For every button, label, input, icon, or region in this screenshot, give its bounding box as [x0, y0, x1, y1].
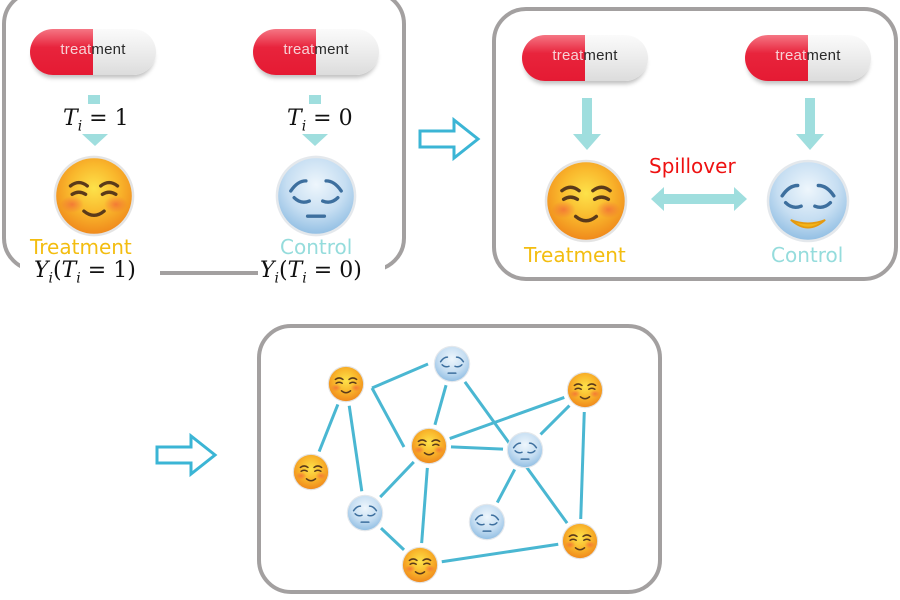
group-label-clip-left: Treatment	[28, 236, 168, 256]
happy-face-icon	[401, 546, 439, 584]
sad-face-icon	[468, 503, 506, 541]
network-edge	[347, 405, 364, 492]
pill-treatment-right: treatment	[253, 29, 379, 75]
happy-face-icon	[327, 365, 365, 403]
network-edge	[379, 527, 406, 551]
hollow-arrow-icon	[155, 432, 218, 478]
sad-face-icon	[433, 345, 471, 383]
group-label-control: Control	[280, 236, 353, 256]
pill-text-a: treat	[775, 47, 807, 64]
double-arrow-icon	[651, 187, 747, 211]
network-edge	[379, 460, 415, 499]
pill-text-b: ment	[583, 47, 618, 64]
assignment-control: Ti = 0	[287, 106, 353, 135]
group-label-control: Control	[771, 243, 844, 267]
pill-treatment-left: treatment	[30, 29, 156, 75]
arrow-stem-right	[309, 95, 321, 104]
assignment-treated: Ti = 1	[63, 106, 129, 135]
network-edge	[495, 468, 517, 504]
network-edge	[450, 445, 504, 451]
happy-face-icon	[292, 453, 330, 491]
pill-text-a: treat	[552, 47, 584, 64]
happy-face-icon	[566, 371, 604, 409]
panel-a-bottom-mask	[20, 256, 385, 278]
network-edge	[449, 396, 565, 440]
pill-treatment-left: treatment	[522, 35, 648, 81]
network-edge	[371, 362, 429, 390]
pill-treatment-right: treatment	[745, 35, 871, 81]
outcome-control: Yi(Ti = 0)	[260, 258, 362, 287]
group-label-treatment: Treatment	[524, 243, 626, 267]
sad-face-icon	[506, 431, 544, 469]
network-edge	[420, 467, 429, 544]
arrow-stem-left	[88, 95, 100, 104]
group-label-clip-right: Control	[276, 236, 386, 256]
pill-text-a: treat	[60, 41, 92, 58]
arrow-head-right	[302, 134, 328, 146]
network-edge	[317, 403, 340, 453]
network-edge	[370, 387, 406, 448]
happy-face-icon	[561, 522, 599, 560]
network-edge	[539, 404, 571, 436]
group-label-treatment: Treatment	[30, 236, 132, 256]
pill-text-b: ment	[806, 47, 841, 64]
pill-text-b: ment	[314, 41, 349, 58]
happy-face-icon	[410, 427, 448, 465]
outcome-connector-line	[160, 271, 258, 275]
arrow-down-left	[573, 98, 601, 150]
sad-face-icon	[346, 494, 384, 532]
outcome-treated: Yi(Ti = 1)	[34, 258, 136, 287]
network-edge	[579, 411, 586, 520]
arrow-head-left	[82, 134, 108, 146]
network-edge	[441, 542, 559, 564]
pill-text-a: treat	[283, 41, 315, 58]
arrow-down-right	[796, 98, 824, 150]
spillover-label: Spillover	[649, 154, 736, 178]
pill-text-b: ment	[91, 41, 126, 58]
hollow-arrow-icon	[418, 116, 481, 162]
network-edge	[433, 384, 448, 426]
